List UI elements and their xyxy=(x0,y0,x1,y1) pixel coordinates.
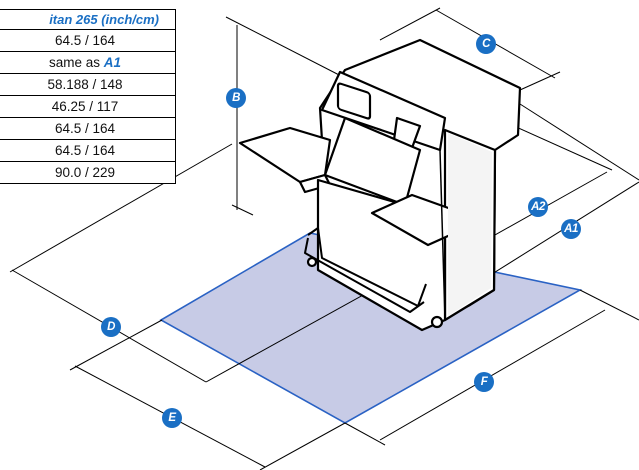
spec-row-b: 58.188 / 148 xyxy=(0,74,175,96)
spec-row-c: 46.25 / 117 xyxy=(0,96,175,118)
dimension-badge-c: C xyxy=(476,34,496,54)
spec-row-a2: same as A1 xyxy=(0,52,175,74)
dimension-badge-d: D xyxy=(101,317,121,337)
spec-table-title: itan 265 (inch/cm) xyxy=(0,10,175,30)
dimension-badge-a2: A2 xyxy=(528,197,548,217)
spec-row-f: 90.0 / 229 xyxy=(0,162,175,183)
spec-row-e: 64.5 / 164 xyxy=(0,140,175,162)
spec-value: same as xyxy=(48,55,104,70)
spec-value: 64.5 / 164 xyxy=(54,121,116,136)
spec-ref-a1: A1 xyxy=(103,55,122,70)
dimension-badge-f: F xyxy=(474,372,494,392)
spec-value: 58.188 / 148 xyxy=(47,77,123,92)
spec-value: 90.0 / 229 xyxy=(54,165,116,180)
side-shade xyxy=(448,133,492,316)
dimension-badge-b: B xyxy=(226,88,246,108)
spec-value: 64.5 / 164 xyxy=(54,33,116,48)
dimension-badge-a1: A1 xyxy=(561,219,581,239)
spec-row-d: 64.5 / 164 xyxy=(0,118,175,140)
spec-value: 46.25 / 117 xyxy=(51,99,119,114)
spec-row-a1: 64.5 / 164 xyxy=(0,30,175,52)
spec-value: 64.5 / 164 xyxy=(54,143,116,158)
dimension-badge-e: E xyxy=(162,408,182,428)
spec-table: itan 265 (inch/cm) 64.5 / 164 same as A1… xyxy=(0,9,176,184)
edge-line xyxy=(439,149,446,321)
